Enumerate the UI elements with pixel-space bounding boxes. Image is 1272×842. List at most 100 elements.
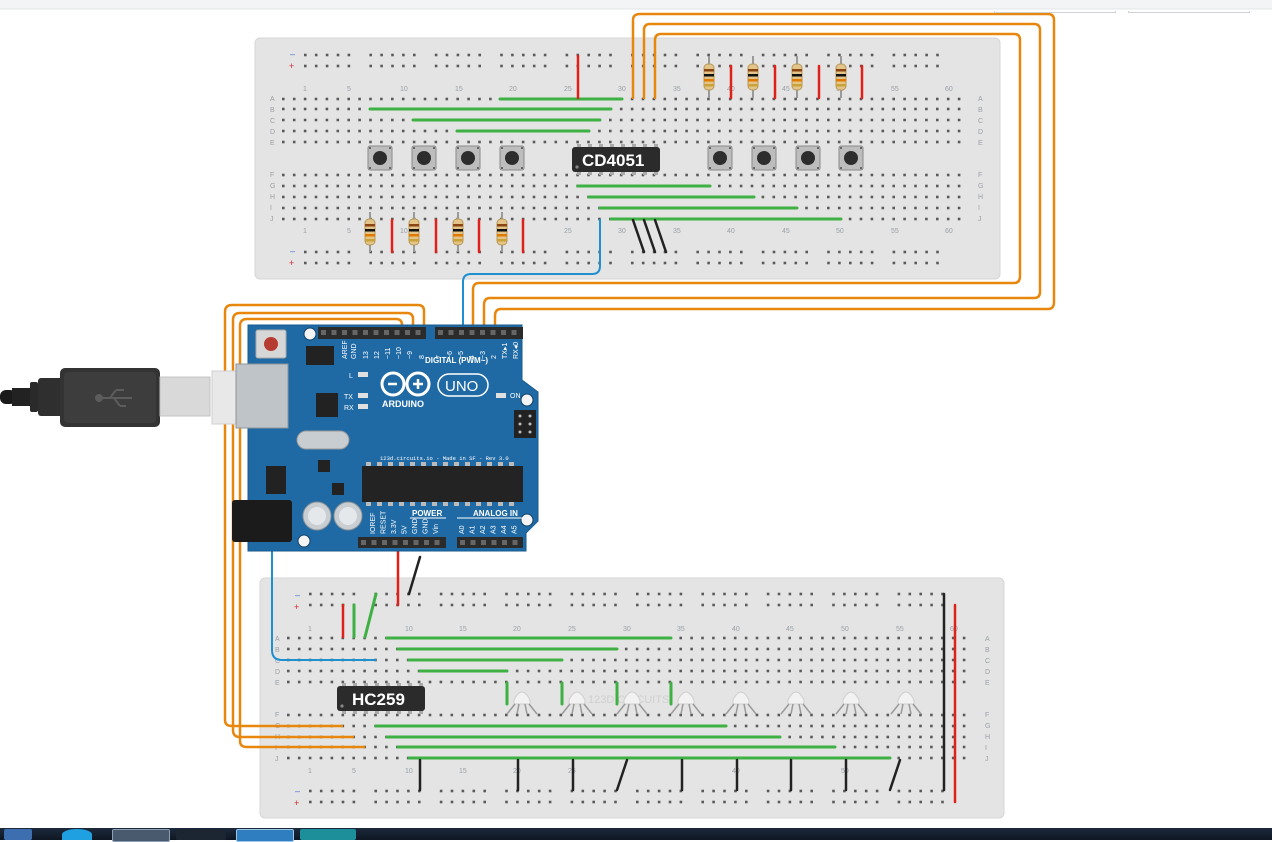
push-button[interactable] [367,145,393,171]
power-pin-label: 5V [402,525,409,534]
svg-text:+: + [289,61,294,71]
digital-pin-label: 13 [363,351,370,359]
digital-pin-label: ~5 [458,351,465,359]
bot-row-d: D [275,669,280,676]
taskbar-skype-icon[interactable] [62,829,92,840]
top-col-20: 20 [509,86,517,93]
resistor[interactable] [408,212,420,252]
rgb-led[interactable] [890,691,922,715]
rgb-led[interactable] [725,691,757,715]
digital-pin-label: RX◂0 [513,342,520,359]
top-col-35-b: 35 [673,228,681,235]
resistor[interactable] [452,212,464,252]
bottom-black-wires[interactable] [407,555,946,792]
rgb-led[interactable] [780,691,812,715]
svg-text:–: – [295,786,300,796]
bot-col-5-b: 5 [352,768,356,775]
top-row-b-r: B [978,107,983,114]
top-col-55: 55 [891,86,899,93]
top-row-d: D [270,129,275,136]
hc259-label: HC259 [352,690,405,709]
push-button[interactable] [707,145,733,171]
power-pin-label: GND [423,518,430,534]
bot-col-1: 1 [308,626,312,633]
rgb-led[interactable] [670,691,702,715]
push-button[interactable] [751,145,777,171]
taskbar-app2-icon[interactable] [300,829,356,840]
digital-pin-label: AREF [342,340,349,359]
resistor[interactable] [703,56,715,98]
top-col-60: 60 [945,86,953,93]
toolbar-button-right[interactable] [1128,11,1250,13]
power-pin-label: 3.3V [391,519,398,534]
bot-row-c-r: C [985,658,990,665]
rgb-led[interactable] [506,691,538,715]
top-row-e-r: E [978,140,983,147]
top-col-60-b: 60 [945,228,953,235]
resistor[interactable] [496,212,508,252]
resistor[interactable] [835,56,847,98]
power-pin-label: IOREF [370,513,377,534]
top-row-j: J [270,216,274,223]
analog-pin-label: A5 [512,525,519,534]
bot-col-15-b: 15 [459,768,467,775]
top-red-wires[interactable] [390,54,864,254]
bottom-red-wires[interactable] [341,542,957,804]
top-col-40-b: 40 [727,228,735,235]
usb-cable[interactable] [0,368,269,427]
taskbar-browser-icon[interactable] [112,829,170,842]
resistor[interactable] [747,56,759,98]
top-green-wires[interactable] [368,97,843,221]
top-black-wires[interactable] [631,218,668,254]
top-row-j-r: J [978,216,982,223]
hc259-chip[interactable]: HC259 [337,683,425,714]
toolbar-button-left[interactable] [993,11,1116,13]
bot-col-35: 35 [677,626,685,633]
push-button[interactable] [838,145,864,171]
push-button[interactable] [411,145,437,171]
reset-button[interactable] [255,329,287,359]
rgb-led[interactable] [561,691,593,715]
svg-text:+: + [289,258,294,268]
taskbar-app-icon[interactable] [4,829,32,840]
rgb-led[interactable] [835,691,867,715]
bot-row-a: A [275,636,280,643]
analog-pin-label: A2 [480,525,487,534]
resistor[interactable] [364,212,376,252]
rgb-led[interactable] [616,691,648,715]
svg-text:–: – [290,49,295,59]
taskbar-media-icon[interactable] [176,829,226,840]
bottom-green-wires[interactable] [341,592,892,760]
top-col-45-b: 45 [782,228,790,235]
bot-col-45: 45 [786,626,794,633]
bot-row-f: F [275,712,279,719]
digital-pin-label: TX▸1 [502,343,509,359]
bot-row-i-r: I [985,745,987,752]
push-button[interactable] [455,145,481,171]
digital-pin-label: 12 [374,351,381,359]
top-breadboard[interactable]: – + – + 1 5 10 15 20 25 30 35 40 45 50 5… [254,37,1001,280]
orange-wires[interactable] [223,12,1056,749]
top-row-a: A [270,96,275,103]
bot-row-d-r: D [985,669,990,676]
top-col-50-b: 50 [836,228,844,235]
taskbar-window-icon[interactable] [236,829,294,842]
bot-col-20: 20 [513,626,521,633]
power-pin-label: RESET [381,510,388,534]
bottom-breadboard[interactable]: – + – + 1 10 15 20 25 30 35 40 45 50 55 … [259,542,1005,819]
push-button[interactable] [499,145,525,171]
top-col-45: 45 [782,86,790,93]
resistor[interactable] [791,56,803,98]
analog-pin-label: A4 [501,525,508,534]
push-button[interactable] [795,145,821,171]
top-col-10: 10 [400,86,408,93]
svg-text:+: + [294,798,299,808]
top-col-10-b: 10 [400,228,408,235]
bot-row-a-r: A [985,636,990,643]
digital-pin-label: GND [351,343,358,359]
cd4051-chip[interactable]: CD4051 [572,144,660,175]
top-row-h-r: H [978,194,983,201]
on-label: ON [510,393,521,400]
